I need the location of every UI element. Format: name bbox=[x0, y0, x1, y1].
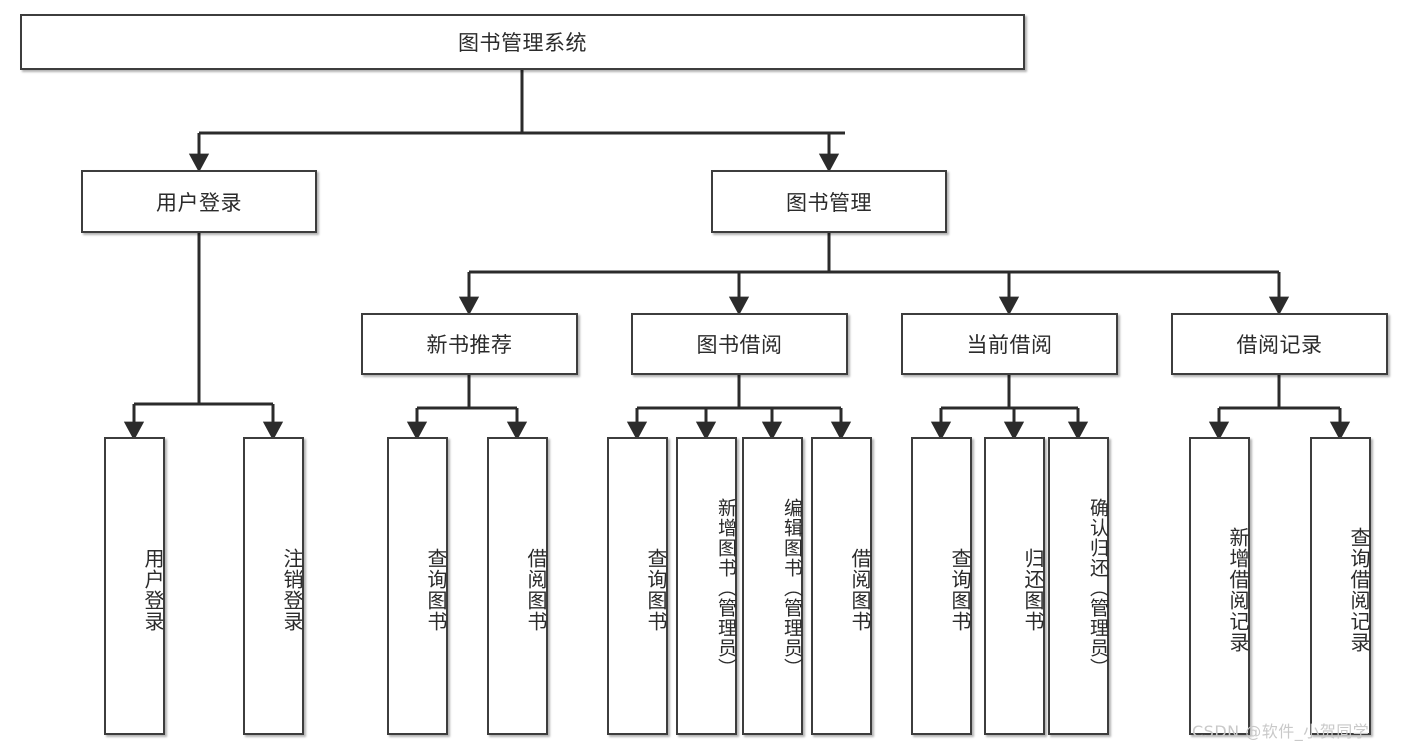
node-leaf-query-book-3-label: 查询图书 bbox=[948, 548, 972, 632]
node-leaf-query-book-1[interactable]: 查询图书 bbox=[387, 437, 448, 735]
node-leaf-add-book-label: 新增图书（管理员） bbox=[715, 498, 737, 678]
node-leaf-query-record-label: 查询借阅记录 bbox=[1347, 527, 1371, 653]
node-borrow-record-label: 借阅记录 bbox=[1236, 333, 1323, 357]
node-leaf-user-login[interactable]: 用户登录 bbox=[104, 437, 165, 735]
node-leaf-borrow-book-1[interactable]: 借阅图书 bbox=[487, 437, 548, 735]
node-leaf-logout[interactable]: 注销登录 bbox=[243, 437, 304, 735]
node-leaf-borrow-book-2-label: 借阅图书 bbox=[848, 548, 872, 632]
node-borrow-record[interactable]: 借阅记录 bbox=[1171, 313, 1388, 375]
node-current-borrow[interactable]: 当前借阅 bbox=[901, 313, 1118, 375]
node-leaf-add-record[interactable]: 新增借阅记录 bbox=[1189, 437, 1250, 735]
node-leaf-query-book-1-label: 查询图书 bbox=[424, 548, 448, 632]
node-leaf-query-record[interactable]: 查询借阅记录 bbox=[1310, 437, 1371, 735]
node-book-manage[interactable]: 图书管理 bbox=[711, 170, 947, 233]
node-leaf-edit-book-label: 编辑图书（管理员） bbox=[781, 498, 803, 678]
node-leaf-query-book-3[interactable]: 查询图书 bbox=[911, 437, 972, 735]
node-leaf-add-book[interactable]: 新增图书（管理员） bbox=[676, 437, 737, 735]
node-leaf-return-book[interactable]: 归还图书 bbox=[984, 437, 1045, 735]
node-leaf-add-record-label: 新增借阅记录 bbox=[1226, 527, 1250, 653]
node-leaf-confirm-return[interactable]: 确认归还（管理员） bbox=[1048, 437, 1109, 735]
node-leaf-edit-book[interactable]: 编辑图书（管理员） bbox=[742, 437, 803, 735]
node-book-borrow[interactable]: 图书借阅 bbox=[631, 313, 848, 375]
node-leaf-query-book-2[interactable]: 查询图书 bbox=[607, 437, 668, 735]
node-book-manage-label: 图书管理 bbox=[786, 190, 872, 215]
node-leaf-borrow-book-2[interactable]: 借阅图书 bbox=[811, 437, 872, 735]
node-leaf-return-book-label: 归还图书 bbox=[1021, 548, 1045, 632]
node-new-book-recommend[interactable]: 新书推荐 bbox=[361, 313, 578, 375]
node-root-label: 图书管理系统 bbox=[458, 31, 587, 55]
node-user-login[interactable]: 用户登录 bbox=[81, 170, 317, 233]
node-leaf-logout-label: 注销登录 bbox=[280, 548, 304, 632]
node-leaf-borrow-book-1-label: 借阅图书 bbox=[524, 548, 548, 632]
node-book-borrow-label: 图书借阅 bbox=[696, 333, 783, 357]
node-leaf-user-login-label: 用户登录 bbox=[141, 548, 165, 632]
node-user-login-label: 用户登录 bbox=[156, 190, 242, 215]
node-leaf-query-book-2-label: 查询图书 bbox=[644, 548, 668, 632]
node-new-book-recommend-label: 新书推荐 bbox=[426, 333, 513, 357]
node-leaf-confirm-return-label: 确认归还（管理员） bbox=[1087, 498, 1109, 678]
node-current-borrow-label: 当前借阅 bbox=[966, 333, 1053, 357]
node-root[interactable]: 图书管理系统 bbox=[20, 14, 1025, 70]
